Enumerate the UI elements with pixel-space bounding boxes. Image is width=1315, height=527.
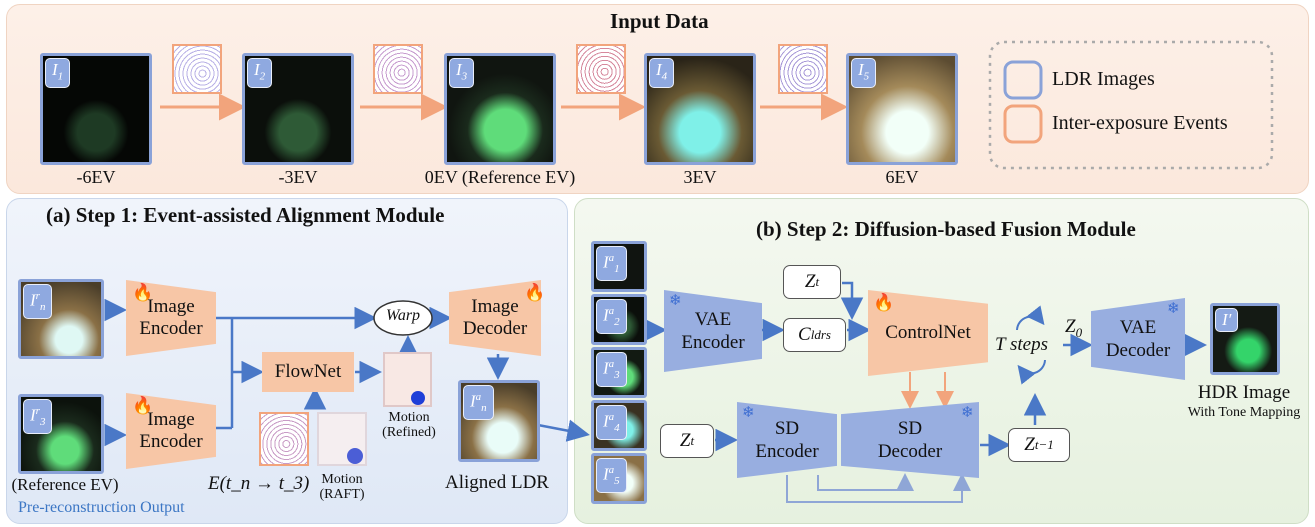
tag-i3-r: Ir3 bbox=[23, 399, 53, 435]
motion-raft-label: Motion (RAFT) bbox=[319, 472, 365, 502]
aligned-image-2: Ia2 bbox=[591, 294, 647, 345]
tag-i4-a: Ia4 bbox=[596, 405, 627, 441]
sd-encoder: SD Encoder bbox=[737, 402, 837, 478]
input-image-3: Ir3 bbox=[18, 394, 104, 474]
event-input-thumb bbox=[259, 412, 309, 466]
aligned-image-4: Ia4 bbox=[591, 400, 647, 451]
warp-label: Warp bbox=[385, 307, 421, 324]
snowflake-icon: ❄ bbox=[1167, 301, 1180, 317]
step1-title: (a) Step 1: Event-assisted Alignment Mod… bbox=[46, 203, 445, 227]
pre-reconstruction-label: Pre-reconstruction Output bbox=[18, 499, 185, 516]
hdr-output-image: I′ bbox=[1210, 303, 1280, 375]
ldr-image-2: I2 bbox=[242, 53, 354, 165]
legend-ldr-label: LDR Images bbox=[1052, 68, 1155, 90]
flame-icon: 🔥 bbox=[132, 283, 154, 302]
aligned-image-3: Ia3 bbox=[591, 347, 647, 398]
vae-decoder: VAE Decoder bbox=[1091, 298, 1185, 380]
flame-icon: 🔥 bbox=[132, 396, 154, 415]
tag-in-r: Irn bbox=[23, 284, 53, 320]
image-encoder-top: Image Encoder bbox=[126, 280, 216, 356]
ev-label-3: 0EV (Reference EV) bbox=[424, 167, 576, 187]
ldr-image-3: I3 bbox=[444, 53, 556, 165]
ev-label-2: -3EV bbox=[278, 167, 318, 187]
ldr-image-1: I1 bbox=[40, 53, 152, 165]
aligned-image-1: Ia1 bbox=[591, 241, 647, 292]
snowflake-icon: ❄ bbox=[961, 405, 974, 421]
tag-i3-a: Ia3 bbox=[596, 352, 627, 388]
hdr-image-label: HDR Image bbox=[1197, 382, 1291, 403]
ldr-image-4: I4 bbox=[644, 53, 756, 165]
motion-refined-label: Motion (Refined) bbox=[382, 410, 436, 440]
event-frame-4-5 bbox=[778, 44, 828, 94]
vae-encoder: VAE Encoder bbox=[664, 290, 762, 372]
t-steps-label: T steps bbox=[995, 334, 1048, 355]
latent-z0-label: Z0 bbox=[1065, 316, 1083, 340]
input-data-title: Input Data bbox=[610, 9, 709, 33]
tag-i2-a: Ia2 bbox=[596, 299, 627, 335]
tag-in-a: Ian bbox=[463, 385, 494, 421]
snowflake-icon: ❄ bbox=[742, 405, 755, 421]
ev-label-1: -6EV bbox=[76, 167, 116, 187]
ev-label-5: 6EV bbox=[885, 167, 919, 187]
snowflake-icon: ❄ bbox=[669, 293, 682, 309]
aligned-ldr-image: Ian bbox=[458, 380, 540, 462]
flame-icon: 🔥 bbox=[524, 283, 546, 302]
image-decoder: Image Decoder bbox=[449, 280, 541, 356]
motion-blob bbox=[411, 391, 425, 405]
ev-label-4: 3EV bbox=[683, 167, 717, 187]
event-frame-3-4 bbox=[576, 44, 626, 94]
motion-blob bbox=[347, 448, 363, 464]
legend-events-label: Inter-exposure Events bbox=[1052, 112, 1228, 134]
ldr-tag-4: I4 bbox=[649, 58, 675, 89]
input-image-n: Irn bbox=[18, 279, 104, 359]
tag-i-prime: I′ bbox=[1215, 308, 1239, 332]
aligned-ldr-label: Aligned LDR bbox=[445, 472, 549, 493]
ldr-tag-2: I2 bbox=[247, 58, 273, 89]
ldr-tag-5: I5 bbox=[851, 58, 877, 89]
reference-ev-label: (Reference EV) bbox=[11, 475, 119, 494]
controlnet-block: ControlNet bbox=[868, 290, 988, 376]
sd-decoder: SD Decoder bbox=[841, 402, 979, 478]
event-frame-2-3 bbox=[373, 44, 423, 94]
ldr-tag-1: I1 bbox=[45, 58, 71, 89]
flownet-block: FlowNet bbox=[262, 352, 354, 392]
ldr-image-5: I5 bbox=[846, 53, 958, 165]
raft-motion-map bbox=[317, 412, 367, 466]
aligned-image-5: Ia5 bbox=[591, 453, 647, 504]
events-label: E(t_n → t_3) bbox=[208, 473, 310, 494]
tag-i1-a: Ia1 bbox=[596, 246, 627, 282]
step2-title: (b) Step 2: Diffusion-based Fusion Modul… bbox=[756, 217, 1136, 241]
tone-mapping-label: With Tone Mapping bbox=[1187, 405, 1301, 420]
flame-icon: 🔥 bbox=[873, 293, 895, 312]
image-encoder-bottom: Image Encoder bbox=[126, 393, 216, 469]
ldr-tag-3: I3 bbox=[449, 58, 475, 89]
event-frame-1-2 bbox=[172, 44, 222, 94]
refined-motion-map bbox=[383, 352, 432, 407]
tag-i5-a: Ia5 bbox=[596, 458, 627, 494]
